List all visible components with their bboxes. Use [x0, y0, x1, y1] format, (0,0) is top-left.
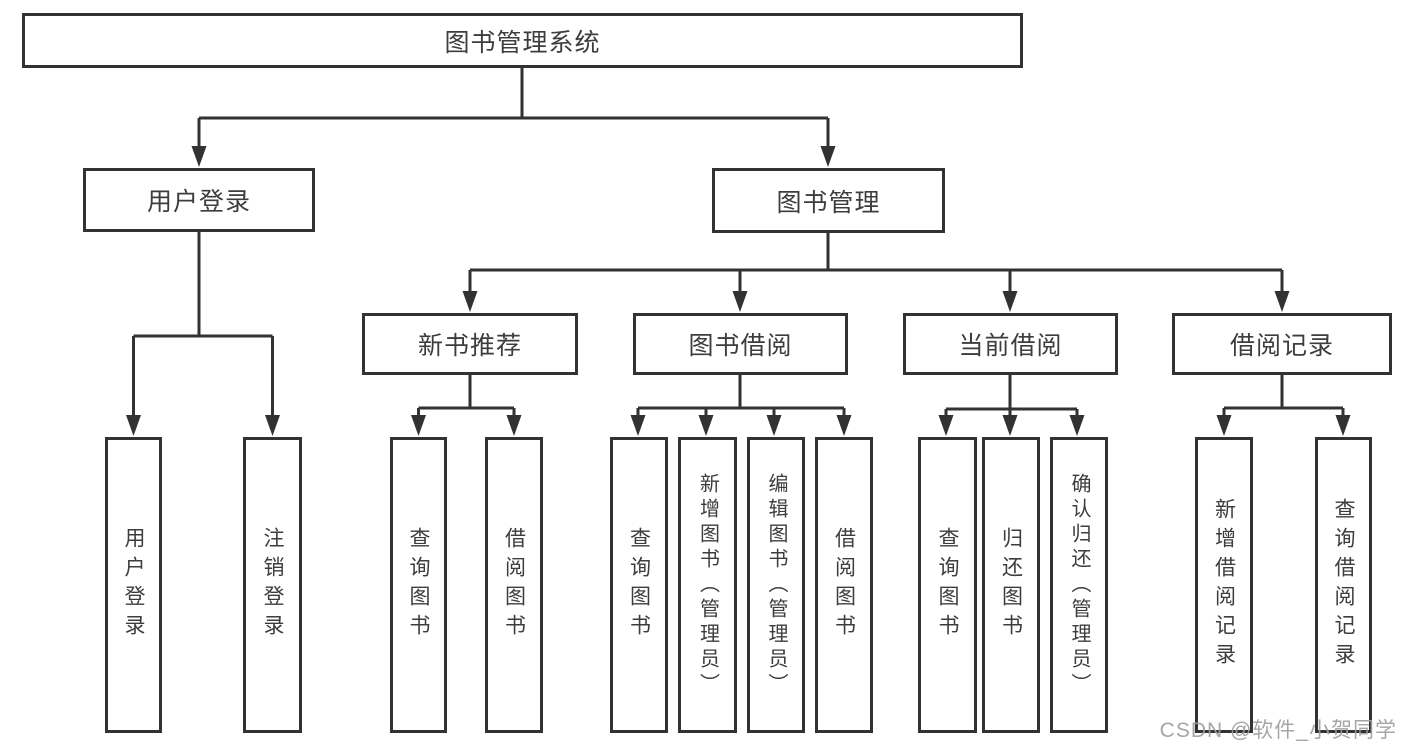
node-current-borrowing: 当前借阅	[903, 313, 1118, 375]
node-user-login: 用户登录	[83, 168, 315, 232]
connector-user-login-branch	[132, 232, 274, 418]
connector-book-mgmt-branch	[468, 233, 1284, 294]
node-book-borrowing: 图书借阅	[633, 313, 848, 375]
connector-borrow-record-branch	[1222, 375, 1345, 420]
connector-new-book-branch	[417, 375, 516, 420]
connector-root-branch	[197, 68, 830, 150]
leaf-query-books-recommend: 查询图书	[390, 437, 447, 733]
leaf-return-books: 归还图书	[982, 437, 1040, 733]
node-book-management: 图书管理	[712, 168, 945, 233]
leaf-edit-book-admin: 编辑图书（管理员）	[747, 437, 805, 733]
leaf-logout: 注销登录	[243, 437, 302, 733]
arrowheads-leaves	[126, 415, 1351, 436]
leaf-add-borrowing-record: 新增借阅记录	[1195, 437, 1253, 733]
leaf-borrow-books: 借阅图书	[815, 437, 873, 733]
leaf-query-books-current: 查询图书	[918, 437, 977, 733]
connector-current-borrow-branch	[944, 375, 1079, 420]
leaf-query-books-borrow: 查询图书	[610, 437, 668, 733]
node-library-management-system: 图书管理系统	[22, 13, 1023, 68]
arrowheads-level3	[462, 291, 1290, 312]
node-new-book-recommendation: 新书推荐	[362, 313, 578, 375]
leaf-borrow-books-recommend: 借阅图书	[485, 437, 543, 733]
leaf-add-book-admin: 新增图书（管理员）	[678, 437, 737, 733]
watermark: CSDN @软件_小贺同学	[1159, 719, 1397, 742]
leaf-query-borrowing-record: 查询借阅记录	[1315, 437, 1372, 733]
arrowheads-level2	[191, 146, 836, 167]
leaf-confirm-return-admin: 确认归还（管理员）	[1050, 437, 1108, 733]
node-borrowing-records: 借阅记录	[1172, 313, 1392, 375]
leaf-user-login: 用户登录	[105, 437, 162, 733]
connector-book-borrow-branch	[636, 375, 846, 420]
